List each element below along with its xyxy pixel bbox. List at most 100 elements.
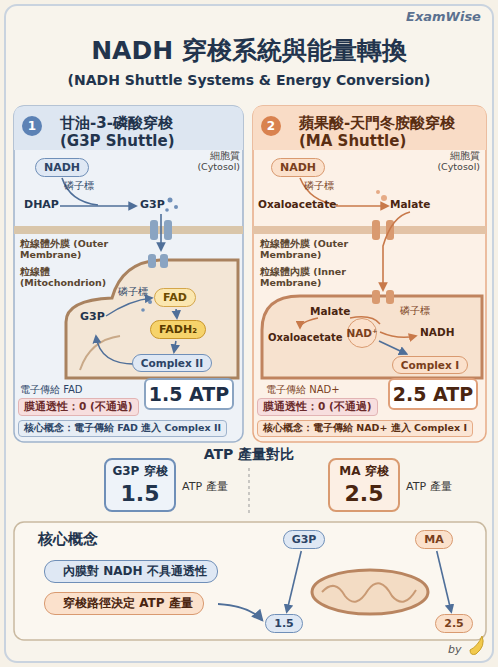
cofactor-circle: NAD⁺ [347, 318, 377, 348]
node-text: 膜通透性：0 (不通過) [24, 400, 133, 414]
decor [150, 220, 158, 240]
text-label: 磷子標 [400, 305, 430, 316]
node-text: 膜通透性：0 (不通過) [263, 400, 372, 414]
pointer-arrow [218, 604, 262, 620]
decor [160, 214, 162, 250]
text-label: Oxaloacetate [258, 198, 336, 211]
g3p-illustration [14, 178, 243, 378]
text-label: G3P [80, 310, 105, 323]
molecule-pill: Complex I [392, 356, 468, 374]
connector [175, 309, 177, 318]
text-label: ATP 產量 [182, 480, 228, 493]
text-label: 磷子標 [64, 180, 94, 191]
connector [437, 551, 452, 612]
decor [386, 290, 394, 304]
text-label: 粒線體 (Mitochondrion) [20, 266, 112, 289]
divider [249, 468, 250, 514]
panel-heading: 核心概念 [38, 530, 158, 548]
node-text: 1.5 [274, 617, 294, 630]
text-label: ExamWise [406, 9, 481, 25]
yield-box: MA 穿梭2.5 [328, 458, 400, 512]
molecule-pill: 穿梭路徑決定 ATP 產量 [44, 592, 204, 615]
text-label: NADH [420, 326, 454, 339]
callout-number: 1 [22, 116, 42, 136]
note-band: 核心概念：電子傳給 NAD+ 進入 Complex I [257, 420, 473, 437]
decor [253, 226, 486, 234]
mitochondrion [312, 570, 428, 614]
decor [300, 318, 318, 328]
text-label: 磷子標 [304, 180, 334, 191]
connector [174, 341, 176, 352]
panel-heading: 甘油-3-磷酸穿梭 (G3P Shuttle) [60, 114, 200, 150]
text-label: (NADH Shuttle Systems & Energy Conversio… [0, 72, 498, 89]
panel-fill [253, 106, 486, 442]
molecule-pill: MA [415, 530, 452, 549]
yield-box: G3P 穿梭1.5 [104, 458, 176, 512]
note-band: 膜通透性：0 (不通過) [18, 398, 139, 416]
node-text: 核心概念：電子傳給 NAD+ 進入 Complex I [263, 422, 467, 435]
text-label: G3P [140, 198, 165, 211]
decor [381, 195, 387, 201]
molecule-pill: NADH [271, 158, 325, 177]
decor [160, 254, 168, 268]
text-label: 電子傳給 NAD+ [266, 384, 340, 396]
text-label: Malate [390, 198, 430, 211]
molecule-pill: FADH₂ [150, 320, 206, 339]
molecule-pill: 2.5 [435, 614, 473, 633]
text-label: Oxaloacetate [268, 332, 343, 344]
yield-value: 2.5 [330, 480, 398, 509]
decor [148, 300, 152, 304]
decor [383, 212, 410, 290]
connector [287, 551, 302, 612]
node-text: 2.5 [444, 617, 464, 630]
decor [262, 296, 482, 378]
text-label: 粒線體外膜 (Outer Membrane) [260, 238, 360, 261]
decor [168, 198, 173, 203]
node-text: 核心概念：電子傳給 FAD 進入 Complex II [24, 422, 221, 435]
cristae [322, 583, 416, 602]
node-text: FAD [163, 291, 187, 304]
text-label: DHAP [24, 198, 59, 211]
banana-icon [470, 636, 483, 655]
decor [380, 332, 416, 337]
decor [148, 254, 156, 268]
atp-box: 1.5 ATP [144, 378, 234, 410]
text-label: 粒線體外膜 (Outer Membrane) [20, 238, 120, 261]
text-label: 細胞質 (Cytosol) [186, 150, 240, 173]
decor [372, 220, 380, 240]
decor [174, 205, 178, 209]
title: NADH 穿梭系統與能量轉換 [0, 36, 498, 66]
page-frame [5, 5, 493, 662]
panel-header [253, 106, 486, 150]
molecule-pill: FAD [154, 288, 196, 307]
panel-heading: 蘋果酸-天門冬胺酸穿梭 (MA Shuttle) [299, 114, 477, 150]
node-text: G3P [292, 533, 317, 546]
panel-header [14, 106, 243, 150]
node-text: 1.5 ATP [149, 383, 229, 405]
node-text: 2.5 ATP [393, 383, 473, 405]
node-text: Complex II [141, 357, 203, 369]
shuttle-panel: 核心概念內膜對 NADH 不具通透性穿梭路徑決定 ATP 產量 G3P MA 1.5 2… [14, 522, 486, 640]
text-label: Malate [310, 305, 350, 318]
node-text: Complex I [401, 359, 459, 371]
yield-heading: G3P 穿梭 [106, 464, 174, 480]
node-text: 內膜對 NADH 不具通透性 [63, 563, 207, 580]
decor [106, 298, 152, 316]
decor [62, 178, 98, 205]
yield-value: 1.5 [106, 480, 174, 509]
node-text: NADH [44, 161, 80, 174]
decor [80, 336, 120, 370]
decor [336, 205, 388, 207]
yield-heading: MA 穿梭 [330, 464, 398, 480]
text-label: 細胞質 (Cytosol) [426, 150, 480, 173]
ma-illustration [253, 178, 486, 378]
text-label: ATP 產量對比 [169, 446, 329, 463]
text-label: ATP 產量 [406, 480, 452, 493]
text-label: by [448, 643, 462, 656]
decor [376, 190, 380, 194]
node-text: NADH [280, 161, 316, 174]
note-band: 膜通透性：0 (不通過) [257, 398, 378, 416]
molecule-pill: 內膜對 NADH 不具通透性 [44, 560, 218, 583]
molecule-pill: G3P [283, 530, 326, 549]
